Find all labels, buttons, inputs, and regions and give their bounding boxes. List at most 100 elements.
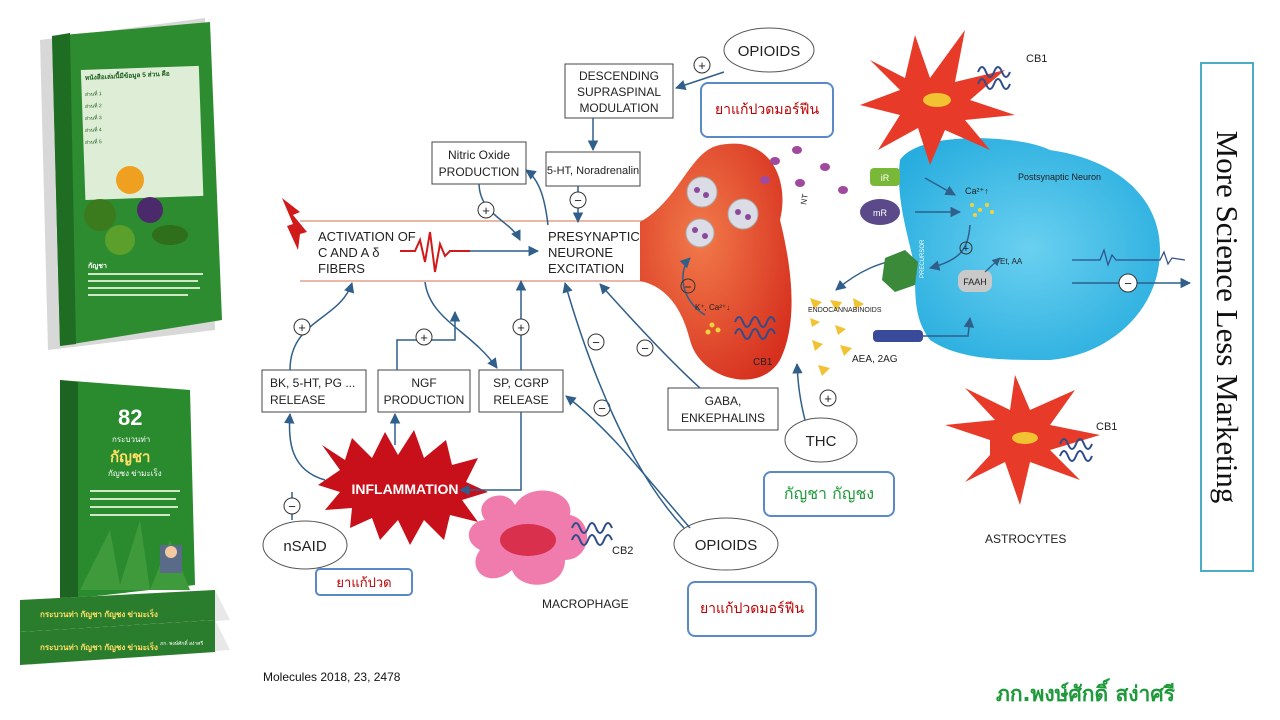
cb1-top-label: CB1 [1026, 53, 1047, 65]
opioids-top-label: OPIOIDS [738, 43, 801, 60]
noradrenalin-box [545, 151, 641, 187]
descending-label-2: SUPRASPINAL [577, 85, 661, 99]
minus-sign: − [641, 341, 649, 356]
thc-label: THC [806, 433, 837, 450]
opioid-drug-top-label: ยาแก้ปวดมอร์ฟีน [714, 102, 820, 118]
faah-enzyme-icon [958, 270, 992, 292]
opioids-top-ellipse [723, 27, 815, 73]
book2-line3: กัญชง ข่ามะเร็ง [108, 468, 162, 478]
precursor-icon [882, 250, 918, 292]
cb2-label: CB2 [612, 545, 633, 557]
output-signal-icon [1072, 248, 1186, 267]
cb1-top-receptor-icon [977, 66, 1011, 90]
plus-sign: + [963, 243, 969, 255]
book-1: หนังสือเล่มนี้มีข้อมูล 5 ส่วน คือ ส่วนที… [40, 18, 222, 350]
presynaptic-label: PRESYNAPTIC [548, 229, 640, 244]
bk-release-label-2: RELEASE [270, 393, 325, 407]
activation-label: ACTIVATION OF [318, 229, 416, 244]
aea-label: AEA, 2AG [852, 354, 898, 365]
gaba-label-2: ENKEPHALINS [681, 411, 765, 425]
book2-line1: กระบวนท่า [112, 435, 150, 444]
cb1-astro-receptor-icon [1059, 438, 1093, 462]
opioid-drug-top-box: ยาแก้ปวดมอร์ฟีน [700, 82, 834, 138]
book2-spine-2: กระบวนท่า กัญชา กัญชง ข่ามะเร็ง [40, 641, 158, 653]
presynaptic-label-3: EXCITATION [548, 261, 624, 276]
plus-sign: + [517, 320, 525, 335]
action-potential-icon [400, 231, 470, 273]
opioid-drug-bottom-box: ยาแก้ปวดมอร์ฟีน [687, 581, 817, 637]
transporter-icon [873, 330, 923, 342]
minus-sign: − [684, 280, 691, 294]
ngf-label: NGF [411, 376, 436, 390]
book-2: 82 กระบวนท่า กัญชา กัญชง ข่ามะเร็ง [60, 380, 195, 600]
book1-part-1: ส่วนที่ 1 [85, 90, 102, 98]
faah-label: FAAH [963, 277, 987, 287]
opioid-drug-bottom-label: ยาแก้ปวดมอร์ฟีน [699, 601, 805, 617]
inflammation-burst [318, 430, 488, 545]
precursor-label: PRECURSOR [920, 239, 926, 278]
macrophage-nucleus [500, 524, 556, 556]
neurotransmitter-dots [760, 146, 848, 194]
plus-sign: + [420, 330, 428, 345]
nsaid-ellipse [262, 520, 348, 570]
opioids-bottom-label: OPIOIDS [695, 537, 758, 554]
author-name: ภก.พงษ์ศักดิ์ สง่าศรี [996, 682, 1175, 706]
side-title-box: More Science Less Marketing [1200, 62, 1254, 572]
citation: Molecules 2018, 23, 2478 [263, 670, 401, 684]
cannabis-box: กัญชา กัญชง [763, 471, 895, 517]
ngf-label-2: PRODUCTION [384, 393, 465, 407]
descending-box [564, 63, 674, 119]
book2-number: 82 [118, 405, 142, 430]
book2-spine-1: กระบวนท่า กัญชา กัญชง ข่ามะเร็ง [40, 608, 158, 620]
cannabis-label: กัญชา กัญชง [783, 483, 875, 503]
astrocyte-bottom [945, 375, 1100, 505]
book-covers: หนังสือเล่มนี้มีข้อมูล 5 ส่วน คือ ส่วนที… [20, 18, 230, 665]
book1-part-3: ส่วนที่ 3 [85, 114, 102, 122]
macrophage-label: MACROPHAGE [542, 597, 629, 611]
opioids-bottom-ellipse [673, 517, 779, 571]
presynaptic-terminal [640, 143, 792, 380]
minus-sign: − [288, 499, 296, 514]
painkiller-label: ยาแก้ปวด [336, 575, 392, 591]
stacked-books: กระบวนท่า กัญชา กัญชง ข่ามะเร็ง กระบวนท่… [20, 590, 230, 665]
nitric-oxide-label-2: PRODUCTION [439, 165, 520, 179]
minus-sign: − [574, 193, 582, 208]
postsynaptic-label: Postsynaptic Neuron [1018, 172, 1101, 182]
painkiller-box: ยาแก้ปวด [315, 568, 413, 596]
book1-part-4: ส่วนที่ 4 [85, 126, 102, 134]
et-aa-label: Et, AA [1000, 257, 1023, 266]
book1-footer: กัญชา [88, 262, 107, 270]
thc-ellipse [784, 417, 858, 463]
endocannabinoids-label: ENDOCANNABINOIDS [808, 307, 882, 314]
sp-cgrp-label: SP, CGRP [493, 376, 549, 390]
noradrenalin-label: 5-HT, Noradrenalin [547, 165, 639, 177]
fibers-label-3: FIBERS [318, 261, 365, 276]
bk-release-label: BK, 5-HT, PG ... [270, 376, 355, 390]
inflammation-label: INFLAMMATION [351, 481, 458, 497]
plus-sign: + [824, 391, 832, 406]
lightning-icon [282, 198, 307, 250]
minus-sign: − [592, 335, 600, 350]
side-title: More Science Less Marketing [1210, 130, 1245, 504]
gaba-label: GABA, [705, 394, 742, 408]
minus-sign: − [598, 401, 606, 416]
nitric-oxide-box [431, 141, 527, 185]
ir-receptor-icon [870, 168, 900, 186]
astrocytes-label: ASTROCYTES [985, 532, 1066, 546]
plus-sign: + [698, 58, 706, 73]
gaba-box [667, 387, 779, 431]
cb2-receptor-icon [571, 522, 613, 546]
nitric-oxide-label: Nitric Oxide [448, 148, 510, 162]
presynaptic-label-2: NEURONE [548, 245, 613, 260]
sp-cgrp-label-2: RELEASE [493, 393, 548, 407]
k-ca-label: K⁺, Ca²⁺↓ [695, 303, 730, 312]
ca-up-label: Ca²⁺↑ [965, 186, 989, 196]
nt-label: NT [799, 193, 810, 205]
ngf-production-box [377, 369, 471, 413]
ir-label: iR [881, 173, 890, 183]
cb1-synapse-label: CB1 [753, 357, 773, 368]
plus-sign: + [482, 203, 490, 218]
bk-release-box [261, 369, 367, 413]
astrocyte-top [860, 30, 1015, 165]
